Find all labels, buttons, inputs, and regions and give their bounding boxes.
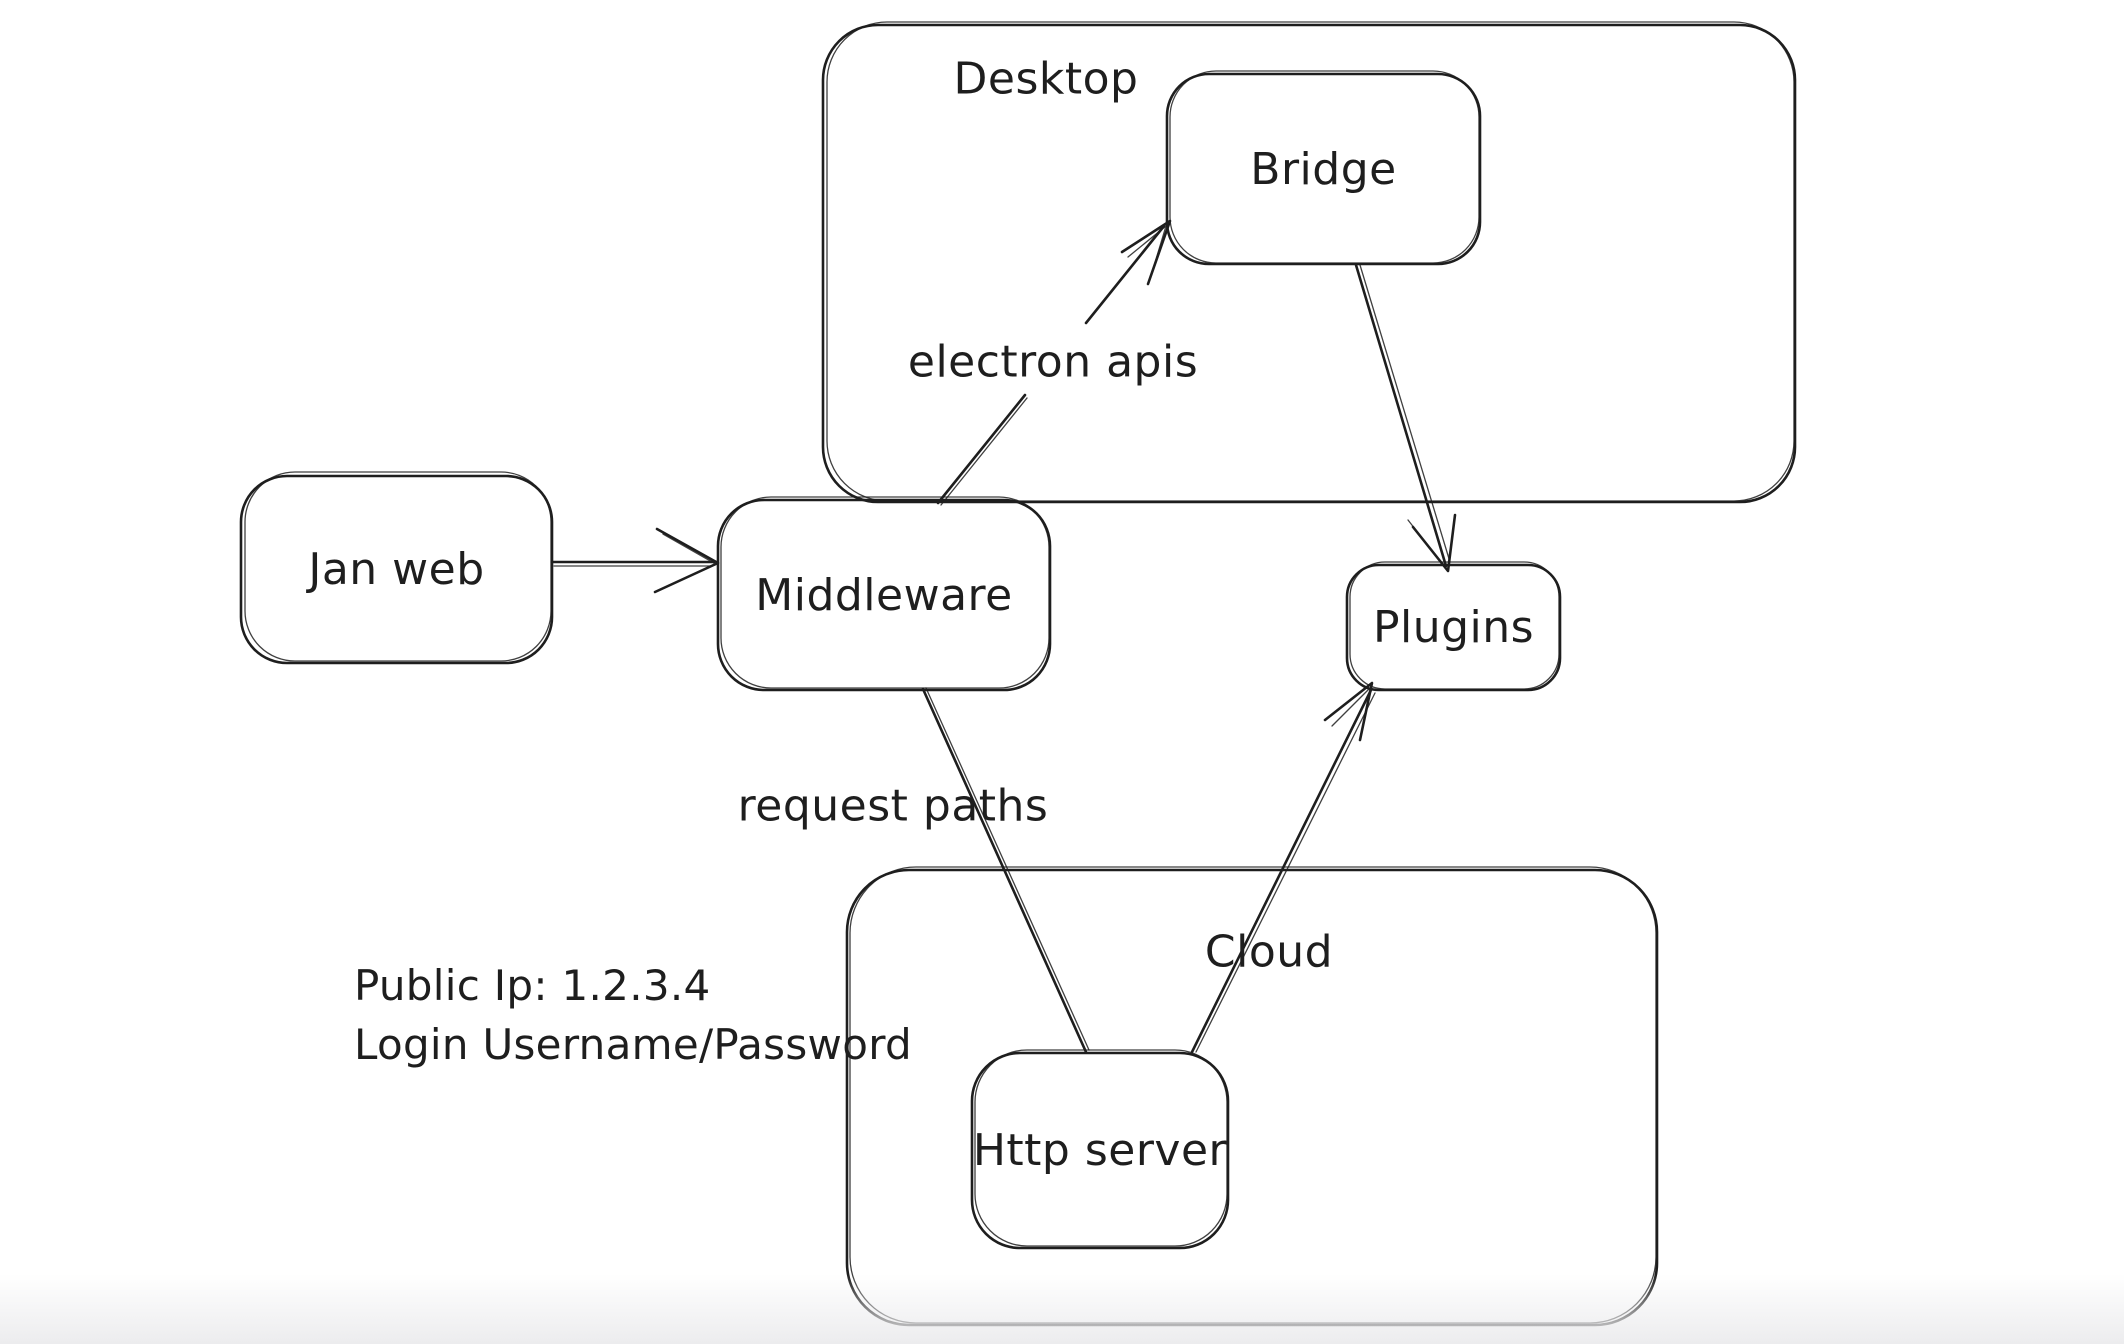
middleware-label: Middleware bbox=[755, 569, 1013, 621]
edge-label-electron-apis[interactable]: electron apis bbox=[907, 336, 1199, 388]
credentials-note[interactable]: Public Ip: 1.2.3.4 Login Username/Passwo… bbox=[354, 956, 912, 1074]
bridge-label: Bridge bbox=[1250, 143, 1397, 195]
edge-janweb-to-middleware[interactable] bbox=[550, 527, 720, 594]
bridge-node-outline[interactable] bbox=[1165, 70, 1482, 266]
jan-web-label: Jan web bbox=[308, 544, 485, 595]
node-http-server[interactable]: Http server bbox=[972, 1053, 1228, 1248]
plugins-label: Plugins bbox=[1372, 602, 1535, 653]
jan-web-node-outline[interactable] bbox=[239, 471, 554, 665]
node-middleware[interactable]: Middleware bbox=[718, 500, 1050, 690]
plugins-node-outline[interactable] bbox=[1345, 561, 1562, 692]
edge-bridge-to-plugins[interactable] bbox=[1354, 263, 1457, 573]
desktop-label: Desktop bbox=[953, 53, 1139, 105]
login-note-line: Login Username/Password bbox=[354, 1020, 912, 1069]
http-server-label: Http server bbox=[972, 1125, 1228, 1176]
public-ip-note-line: Public Ip: 1.2.3.4 bbox=[354, 961, 711, 1010]
edge-label-request-paths[interactable]: request paths bbox=[737, 780, 1049, 832]
node-bridge[interactable]: Bridge bbox=[1167, 74, 1480, 264]
node-jan-web[interactable]: Jan web bbox=[241, 476, 552, 663]
middleware-node-outline[interactable] bbox=[716, 496, 1052, 692]
http-server-node-outline[interactable] bbox=[970, 1049, 1230, 1250]
node-plugins[interactable]: Plugins bbox=[1347, 565, 1560, 690]
edge-middleware-to-bridge[interactable] bbox=[936, 219, 1172, 506]
edge-httpserver-to-plugins[interactable] bbox=[1190, 681, 1376, 1054]
group-cloud[interactable]: Cloud bbox=[847, 870, 1657, 1325]
group-desktop[interactable]: Desktop bbox=[823, 25, 1795, 502]
edge-middleware-to-httpserver[interactable] bbox=[921, 687, 1090, 1054]
cloud-label: Cloud bbox=[1204, 926, 1334, 978]
desktop-group-outline[interactable] bbox=[821, 21, 1797, 504]
